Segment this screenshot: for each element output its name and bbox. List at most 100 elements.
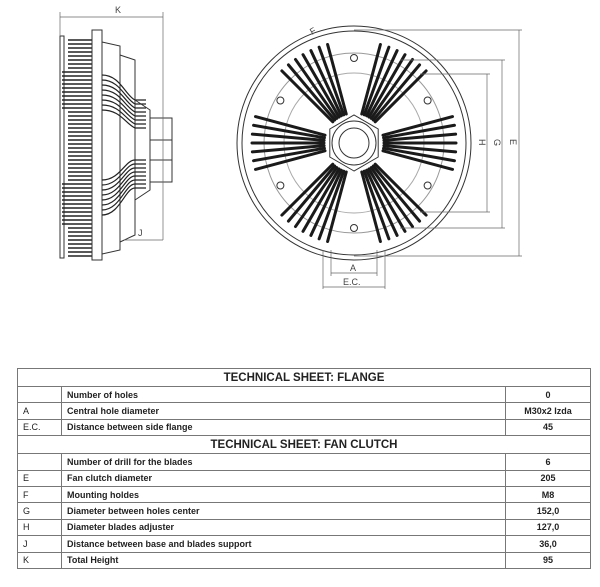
fin-line xyxy=(371,63,422,122)
mounting-hole-icon xyxy=(276,96,285,105)
row-value: M30x2 Izda xyxy=(505,402,591,420)
fin-line xyxy=(253,149,327,171)
row-value: 36,0 xyxy=(505,535,591,553)
fin-line xyxy=(371,164,422,223)
fin-line xyxy=(381,149,455,171)
front-dimensions xyxy=(322,29,522,289)
row-desc: Number of drill for the blades xyxy=(61,453,506,471)
fin-line xyxy=(293,57,339,120)
dim-label-a: A xyxy=(350,263,356,273)
fin-line xyxy=(317,169,346,241)
row-value: 45 xyxy=(505,418,591,437)
side-spring xyxy=(101,94,146,117)
side-spring xyxy=(101,74,146,101)
row-code: F xyxy=(17,485,62,504)
row-value: 205 xyxy=(505,469,591,487)
fin-line xyxy=(250,144,326,154)
side-spring xyxy=(101,167,146,191)
row-desc: Central hole diameter xyxy=(61,402,506,420)
row-desc: Diameter blades adjuster xyxy=(61,518,506,537)
fin-line xyxy=(381,115,455,137)
mounting-hole-icon xyxy=(423,96,432,105)
dim-label-h: H xyxy=(477,139,487,146)
side-spring xyxy=(101,79,146,105)
side-view xyxy=(59,29,173,261)
fin-line xyxy=(369,166,415,229)
fin-line xyxy=(317,45,346,117)
side-spring xyxy=(101,104,146,125)
fin-line xyxy=(301,53,341,119)
fin-line xyxy=(362,45,391,117)
fin-line xyxy=(382,144,458,154)
fin-line xyxy=(309,49,343,118)
front-view xyxy=(236,25,472,261)
fin-line xyxy=(253,115,327,137)
fin-line xyxy=(382,146,456,163)
fin-line xyxy=(286,63,337,122)
side-spring xyxy=(101,187,146,216)
fin-line xyxy=(367,167,407,233)
row-desc: Fan clutch diameter xyxy=(61,469,506,487)
side-spring xyxy=(101,99,146,121)
fin-line xyxy=(373,69,428,124)
row-code xyxy=(17,385,62,404)
row-value: 95 xyxy=(505,551,591,569)
row-code: K xyxy=(17,551,62,569)
clutch-title: TECHNICAL SHEET: FAN CLUTCH xyxy=(17,435,591,455)
row-desc: Distance between side flange xyxy=(61,418,506,437)
side-spring xyxy=(101,179,146,206)
row-desc: Total Height xyxy=(61,551,506,569)
row-desc: Mounting holdes xyxy=(61,485,506,504)
mounting-hole-icon xyxy=(423,181,432,190)
row-code: H xyxy=(17,518,62,537)
mounting-hole-icon xyxy=(350,224,358,232)
fin-line xyxy=(252,146,326,163)
side-spring xyxy=(101,183,146,211)
side-spring xyxy=(101,89,146,113)
fin-line xyxy=(250,132,326,142)
fin-line xyxy=(293,166,339,229)
fin-line xyxy=(360,170,382,244)
row-value: 6 xyxy=(505,453,591,471)
row-code: A xyxy=(17,402,62,420)
mounting-hole-icon xyxy=(350,54,358,62)
clutch-title-row: TECHNICAL SHEET: FAN CLUTCH xyxy=(17,435,591,455)
fin-line xyxy=(362,169,391,241)
fin-line xyxy=(369,57,415,120)
mounting-hole-icon xyxy=(276,181,285,190)
side-spring xyxy=(101,84,146,109)
fin-line xyxy=(373,162,428,217)
flange-title-row: TECHNICAL SHEET: FLANGE xyxy=(17,368,591,387)
fin-line xyxy=(365,49,399,118)
dim-label-j: J xyxy=(138,228,143,238)
fin-line xyxy=(365,168,399,237)
fin-line xyxy=(360,42,382,116)
dim-label-g: G xyxy=(492,139,502,146)
fin-line xyxy=(252,123,326,140)
side-spring xyxy=(101,175,146,201)
side-spring xyxy=(101,109,146,129)
fan-clutch-drawing: K J A E.C. H G E F xyxy=(59,5,522,289)
dim-label-f: F xyxy=(308,25,318,37)
row-code xyxy=(17,453,62,471)
row-value: 0 xyxy=(505,385,591,404)
dim-label-k: K xyxy=(115,5,121,15)
fin-line xyxy=(382,132,458,142)
fin-line xyxy=(309,168,343,237)
row-code: E xyxy=(17,469,62,487)
fin-line xyxy=(301,167,341,233)
row-code: G xyxy=(17,502,62,520)
fin-line xyxy=(280,162,335,217)
row-desc: Distance between base and blades support xyxy=(61,535,506,553)
side-spring xyxy=(101,163,146,186)
fin-line xyxy=(326,170,348,244)
fin-line xyxy=(382,123,456,140)
